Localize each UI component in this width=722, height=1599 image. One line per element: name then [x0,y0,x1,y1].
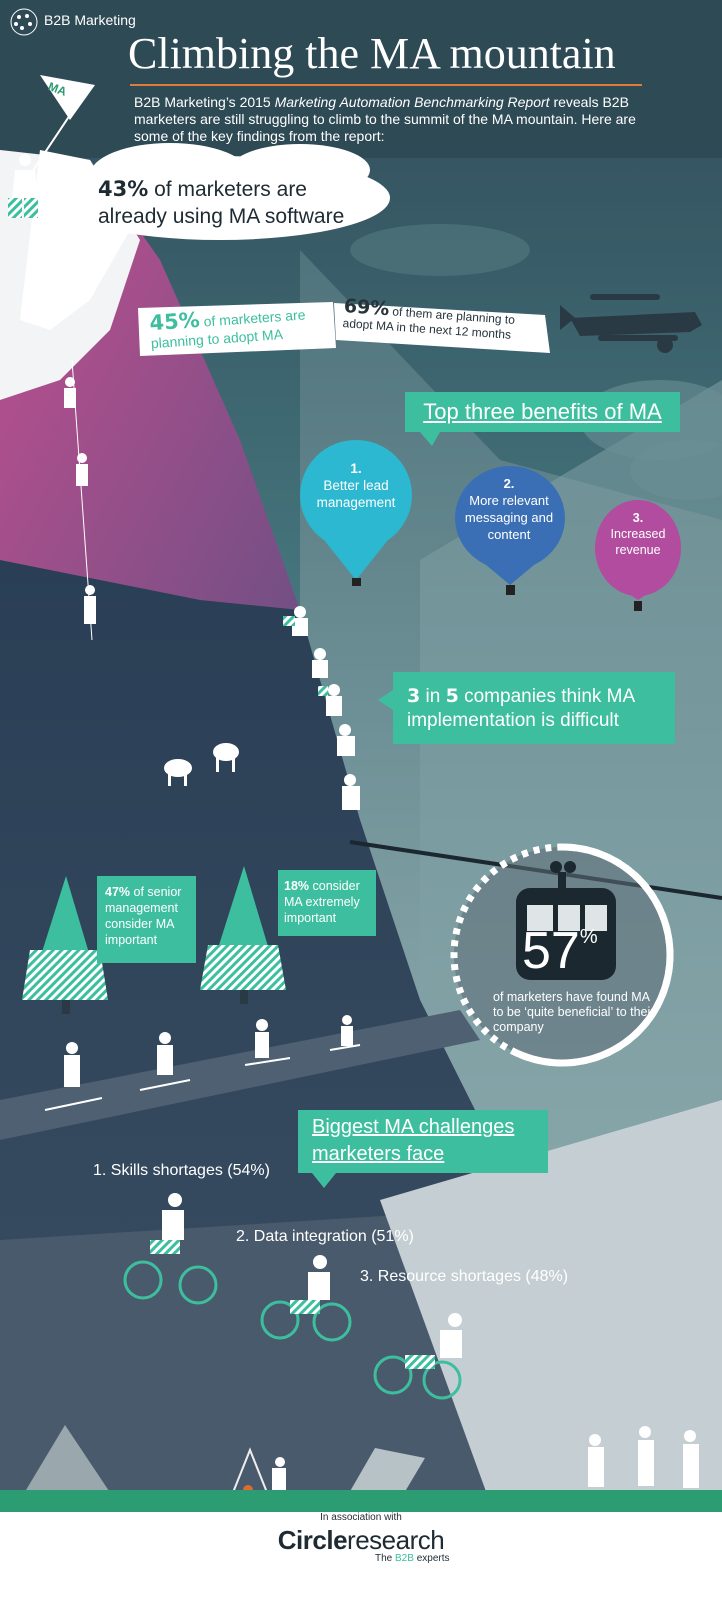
brand-logo: B2B Marketing [44,12,136,28]
stat-difficult: 3 in 5 companies think MA implementation… [393,672,675,744]
circle-tagline: The B2B experts [375,1553,450,1564]
balloon-benefit-3: 3. Increased revenue [597,510,679,558]
benefit-3-label: Increased revenue [610,527,666,557]
stat-senior-management: 47% of senior management consider MA imp… [97,876,196,963]
challenge-3: 3. Resource shortages (48%) [360,1268,569,1285]
stat-using-pct: 43% [98,177,149,201]
association-label: In association with [320,1512,402,1523]
benefit-2-num: 2. [503,476,515,491]
balloon-benefit-1: 1. Better lead management [304,460,408,511]
stat-beneficial-caption: of marketers have found MA to be ‘quite … [493,990,655,1034]
benefit-3-num: 3. [632,511,644,525]
challenge-1: 1. Skills shortages (54%) [93,1162,270,1179]
benefit-2-label: More relevant messaging and content [464,493,554,542]
benefit-1-num: 1. [350,461,362,476]
challenge-2: 2. Data integration (51%) [236,1228,414,1245]
report-name: Marketing Automation Benchmarking Report [274,94,550,110]
stat-extreme-pct: 18% [284,879,310,893]
stat-using-ma: 43% of marketers are already using MA so… [98,177,345,228]
balloon-benefit-2: 2. More relevant messaging and content [458,475,560,543]
stat-beneficial-value: 57% [522,922,598,980]
benefit-1-label: Better lead management [316,478,396,510]
stat-senior-pct: 47% [105,885,131,899]
stat-planning-pct: 45% [148,307,201,336]
benefits-heading: Top three benefits of MA [405,392,680,432]
stat-extremely-important: 18% consider MA extremely important [278,870,376,936]
challenges-heading: Biggest MA challenges marketers face [298,1110,548,1173]
circle-research-logo: Circleresearch [277,1525,445,1555]
page-title: Climbing the MA mountain [128,29,616,78]
intro-text: B2B Marketing’s 2015 Marketing Automatio… [134,94,636,144]
